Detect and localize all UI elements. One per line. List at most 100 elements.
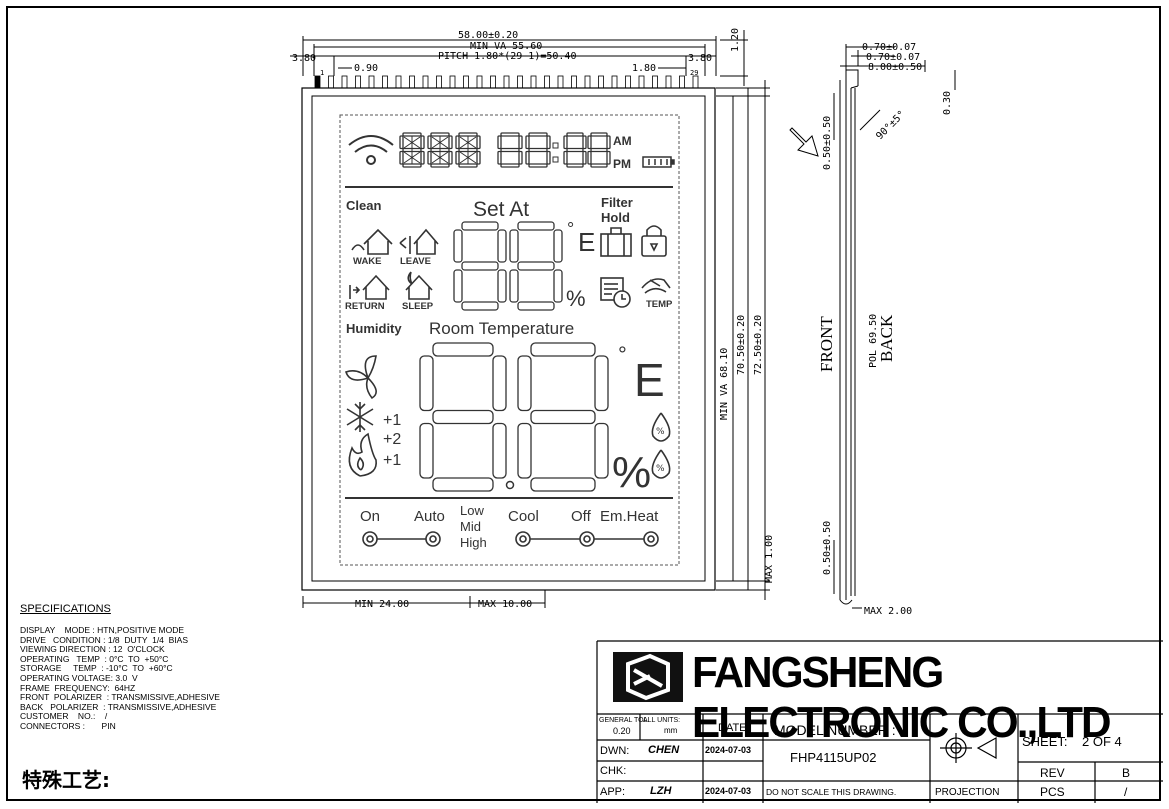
room-temperature-digits [419,342,609,492]
lcd-segment [455,135,460,150]
lcd-segment [587,135,592,150]
lcd-segment [528,147,548,153]
title-block-grid [596,640,1163,803]
lcd-segment [530,342,596,357]
approved-label: APP: [600,786,626,798]
filter-label: Filter [601,195,633,210]
mode-cool-label: Cool [508,508,539,525]
hand-temp-icon [641,278,671,294]
lcd-segment [420,150,425,165]
lcd-segment [402,163,422,168]
dim-bottom-min: MIN 24.00 [355,599,409,610]
side-angle: 90°±5° [874,109,907,142]
connector-pin [611,75,618,89]
drawn-value: CHEN [648,744,680,756]
return-house-icon [349,274,390,300]
specifications-title: SPECIFICATIONS [20,603,111,615]
fan-slider-icon [362,531,441,547]
lcd-segment [594,355,609,412]
lcd-segment [553,229,563,263]
company-logo [613,652,683,702]
lcd-segment [497,135,502,150]
lcd-segment [427,150,432,165]
lcd-segment [528,163,548,168]
lcd-segment [453,229,463,263]
projection-label: PROJECTION [935,787,1000,798]
connector-pin [463,75,469,89]
connector-pin [517,75,523,89]
lcd-segment [563,135,568,150]
room-temperature-label: Room Temperature [429,319,574,338]
schedule-icon [600,277,631,308]
spec-line: FRAME FREQUENCY: 64HZ [20,682,136,693]
lcd-segment [517,422,532,479]
connector-pin [571,75,577,89]
fan-high-label: High [460,535,487,550]
connector-pin [638,75,645,89]
setpoint-digits [453,221,563,311]
approved-value: LZH [650,785,672,797]
humidify-drop-icon: % [651,412,671,442]
lcd-segment [497,269,507,303]
dim-min-va-height: MIN VA 68.10 [719,348,730,420]
set-at-label: Set At [473,198,529,221]
special-process-label: 特殊工艺: [22,768,110,792]
connector-pin [314,75,321,89]
lcd-segment [517,355,532,412]
lcd-segment [432,409,494,425]
side-dim-bottom: 0.50±0.50 [822,521,833,575]
lcd-segment [517,301,555,311]
sheet-label: SHEET: [1022,734,1068,749]
side-dim-d: 0.30 [942,91,953,115]
front-label: FRONT [817,316,836,372]
setpoint-unit: E [578,227,595,257]
lcd-segment [461,221,499,231]
room-degree: ° [618,342,627,367]
lcd-segment [546,135,551,150]
lcd-segment [525,150,530,165]
connector-pin [665,75,672,89]
lcd-segment [419,355,434,412]
lcd-segment [594,422,609,479]
lcd-segment [528,132,548,137]
units-value: mm [664,726,678,735]
dim-pitch: PITCH 1.80*(29-1)=50.40 [438,51,576,62]
dim-bottom-max10: MAX 10.00 [478,599,532,610]
lcd-segment [590,163,608,168]
fan-mid-label: Mid [460,519,481,534]
lcd-segment [461,261,499,271]
lcd-segment [448,135,453,150]
general-tol-value: 0.20 [613,726,631,736]
snowflake-icon [346,402,374,432]
lcd-segment [403,136,421,164]
lcd-segment [399,135,404,150]
lcd-segment [546,150,551,165]
fan-icon [344,355,377,400]
lcd-segment [590,132,608,137]
lcd-segment [517,221,555,231]
spec-line: CUSTOMER NO.: / [20,711,108,722]
sheet-value: 2 OF 4 [1082,734,1122,749]
connector-pin [422,75,429,89]
lcd-segment [497,150,502,165]
briefcase-icon [600,227,632,257]
general-tol-label: GENERAL TOL. [599,717,650,724]
viewing-area [311,95,706,582]
lcd-segment [582,135,587,150]
flame-icon [348,432,377,477]
pol-dim: POL 69.50 [868,314,879,368]
connector-pin [449,75,456,89]
hold-label: Hold [601,210,630,225]
wake-label: WAKE [353,256,382,267]
connector-pin [625,75,631,89]
lcd-segment [518,150,523,165]
lcd-segment [563,150,568,165]
side-max2: MAX 2.00 [864,606,912,617]
lcd-segment [500,163,520,168]
setpoint-degree: ° [567,219,574,239]
side-dim-c: 8.00±0.50 [868,62,922,73]
pcs-label: PCS [1040,785,1065,799]
stage2-label: +2 [383,431,401,448]
spec-line: DRIVE CONDITION : 1/8 DUTY 1/4 BIAS [20,634,188,645]
